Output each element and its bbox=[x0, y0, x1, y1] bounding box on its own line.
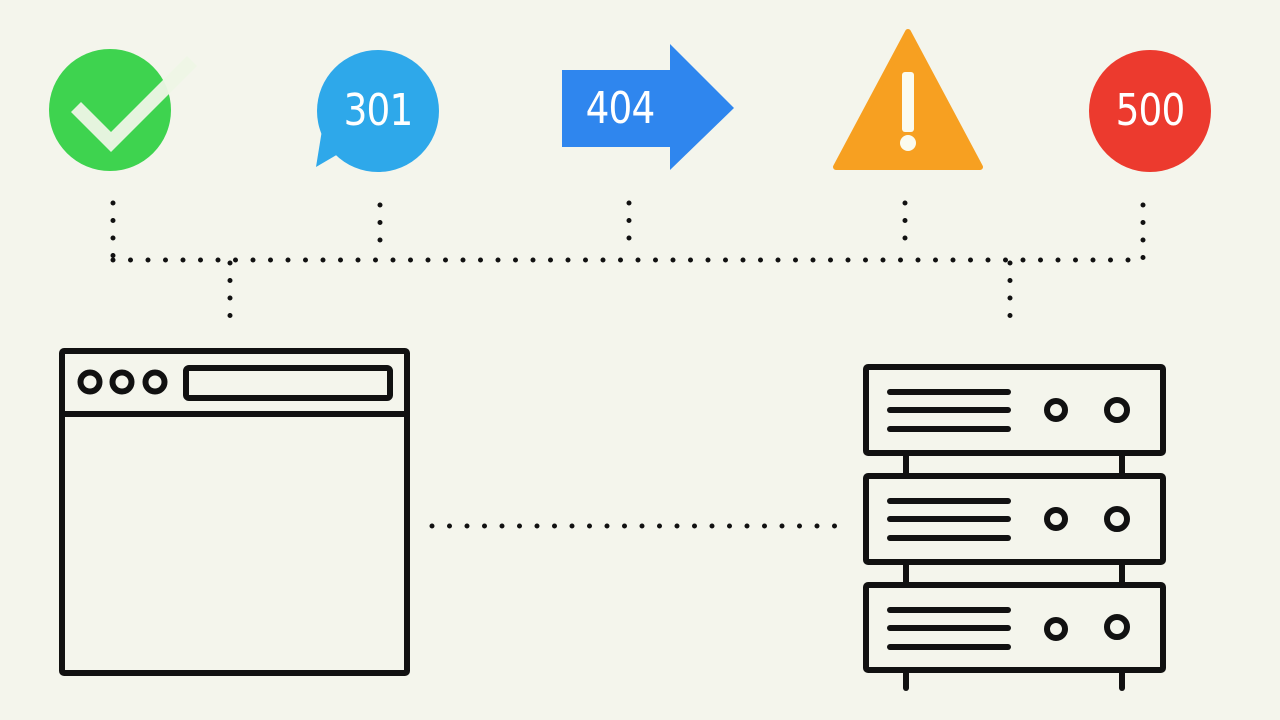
window-dot-icon bbox=[77, 369, 103, 395]
server-rack bbox=[863, 364, 1166, 691]
redirect-status-icon bbox=[316, 50, 439, 172]
server-led-icon bbox=[1104, 614, 1130, 640]
address-bar bbox=[183, 365, 393, 401]
browser-window bbox=[59, 348, 410, 676]
server-led-icon bbox=[1044, 507, 1068, 531]
redirect-code-label: 301 bbox=[343, 85, 414, 136]
success-status-icon bbox=[49, 49, 197, 171]
success-circle bbox=[49, 49, 171, 171]
error-circle bbox=[1089, 50, 1211, 172]
browser-frame bbox=[59, 348, 410, 676]
window-dot-icon bbox=[142, 369, 168, 395]
server-led-icon bbox=[1104, 397, 1130, 423]
server-led-icon bbox=[1044, 398, 1068, 422]
server-error-status-icon bbox=[1089, 50, 1211, 172]
server-error-code-label: 500 bbox=[1115, 85, 1186, 136]
server-unit bbox=[863, 582, 1166, 673]
arrow-right-icon bbox=[562, 44, 734, 170]
dotted-connectors bbox=[110, 200, 1146, 529]
server-led-icon bbox=[1044, 617, 1068, 641]
server-led-icon bbox=[1104, 506, 1130, 532]
speech-bubble-tail bbox=[316, 130, 345, 167]
not-found-code-label: 404 bbox=[585, 83, 656, 134]
warning-status-icon bbox=[833, 29, 983, 170]
window-dot-icon bbox=[109, 369, 135, 395]
server-unit bbox=[863, 473, 1166, 565]
server-unit bbox=[863, 364, 1166, 456]
checkmark-icon bbox=[71, 56, 197, 152]
not-found-status-icon bbox=[562, 44, 734, 170]
